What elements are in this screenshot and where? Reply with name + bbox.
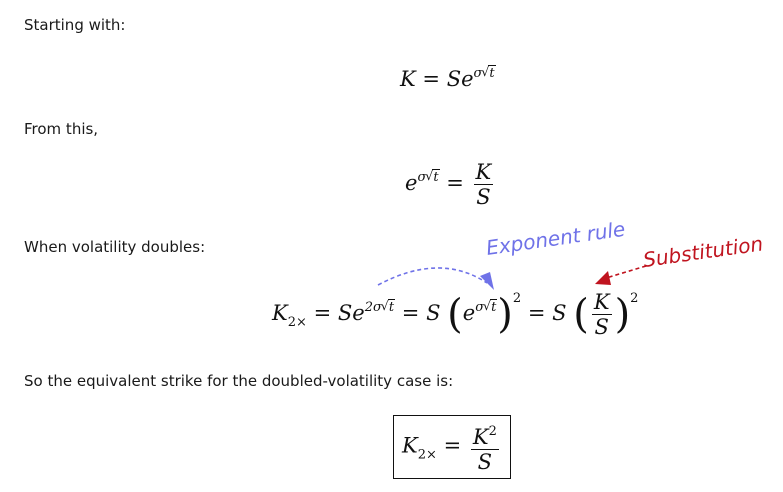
equals: =: [446, 171, 464, 195]
exponent-rule-arrow: [377, 267, 488, 286]
var-k: K: [272, 301, 288, 325]
var-e: e: [461, 67, 474, 91]
subscript-2x: 2×: [287, 315, 307, 330]
equals: =: [313, 301, 332, 325]
right-paren: ): [614, 291, 631, 338]
exponent-2: 2: [488, 424, 497, 439]
starting-text: Starting with:: [24, 16, 126, 34]
coef-2: 2: [364, 300, 373, 315]
denominator: S: [594, 315, 609, 339]
exponent-2: 2: [630, 291, 639, 306]
equals: =: [422, 67, 440, 91]
var-e: e: [352, 301, 365, 325]
left-paren: (: [573, 291, 589, 338]
numerator: K: [591, 290, 612, 315]
equals: =: [443, 433, 462, 458]
right-paren: ): [497, 291, 513, 338]
exponent-arrowhead: [480, 272, 494, 290]
var-s: S: [552, 301, 567, 325]
substitution-arrowhead: [595, 271, 611, 285]
numerator: K2: [470, 420, 499, 450]
left-paren: (: [447, 291, 463, 338]
from-this-text: From this,: [24, 120, 99, 138]
var-k: K: [472, 425, 489, 449]
denominator: S: [477, 450, 493, 474]
var-sigma: σ: [473, 66, 483, 81]
var-sigma: σ: [372, 300, 382, 315]
equals: =: [401, 301, 420, 325]
substitution-arrow: [605, 265, 647, 279]
var-k: K: [400, 67, 416, 91]
var-t: t: [387, 299, 396, 315]
var-k: K: [402, 433, 418, 458]
denominator: S: [476, 185, 491, 209]
equation-strike: K = Seσt: [400, 65, 496, 91]
subscript-2x: 2×: [417, 447, 437, 463]
numerator: K: [473, 160, 494, 185]
var-sigma: σ: [417, 170, 427, 185]
equivalent-text: So the equivalent strike for the doubled…: [24, 372, 454, 390]
exponent-2: 2: [512, 291, 522, 306]
var-s: S: [337, 301, 353, 325]
equation-ratio: eσt = KS: [405, 160, 496, 209]
var-t: t: [432, 169, 440, 185]
var-s: S: [446, 67, 462, 91]
var-s: S: [426, 301, 441, 325]
var-e: e: [462, 301, 476, 325]
var-sigma: σ: [475, 300, 485, 315]
var-t: t: [490, 299, 498, 315]
equals: =: [527, 301, 546, 325]
var-t: t: [488, 65, 496, 81]
equation-doubled: K2× = Se2σt = S (eσt)2 = S (KS)2: [272, 290, 638, 339]
var-e: e: [405, 171, 418, 195]
volatility-doubles-text: When volatility doubles:: [24, 238, 206, 256]
